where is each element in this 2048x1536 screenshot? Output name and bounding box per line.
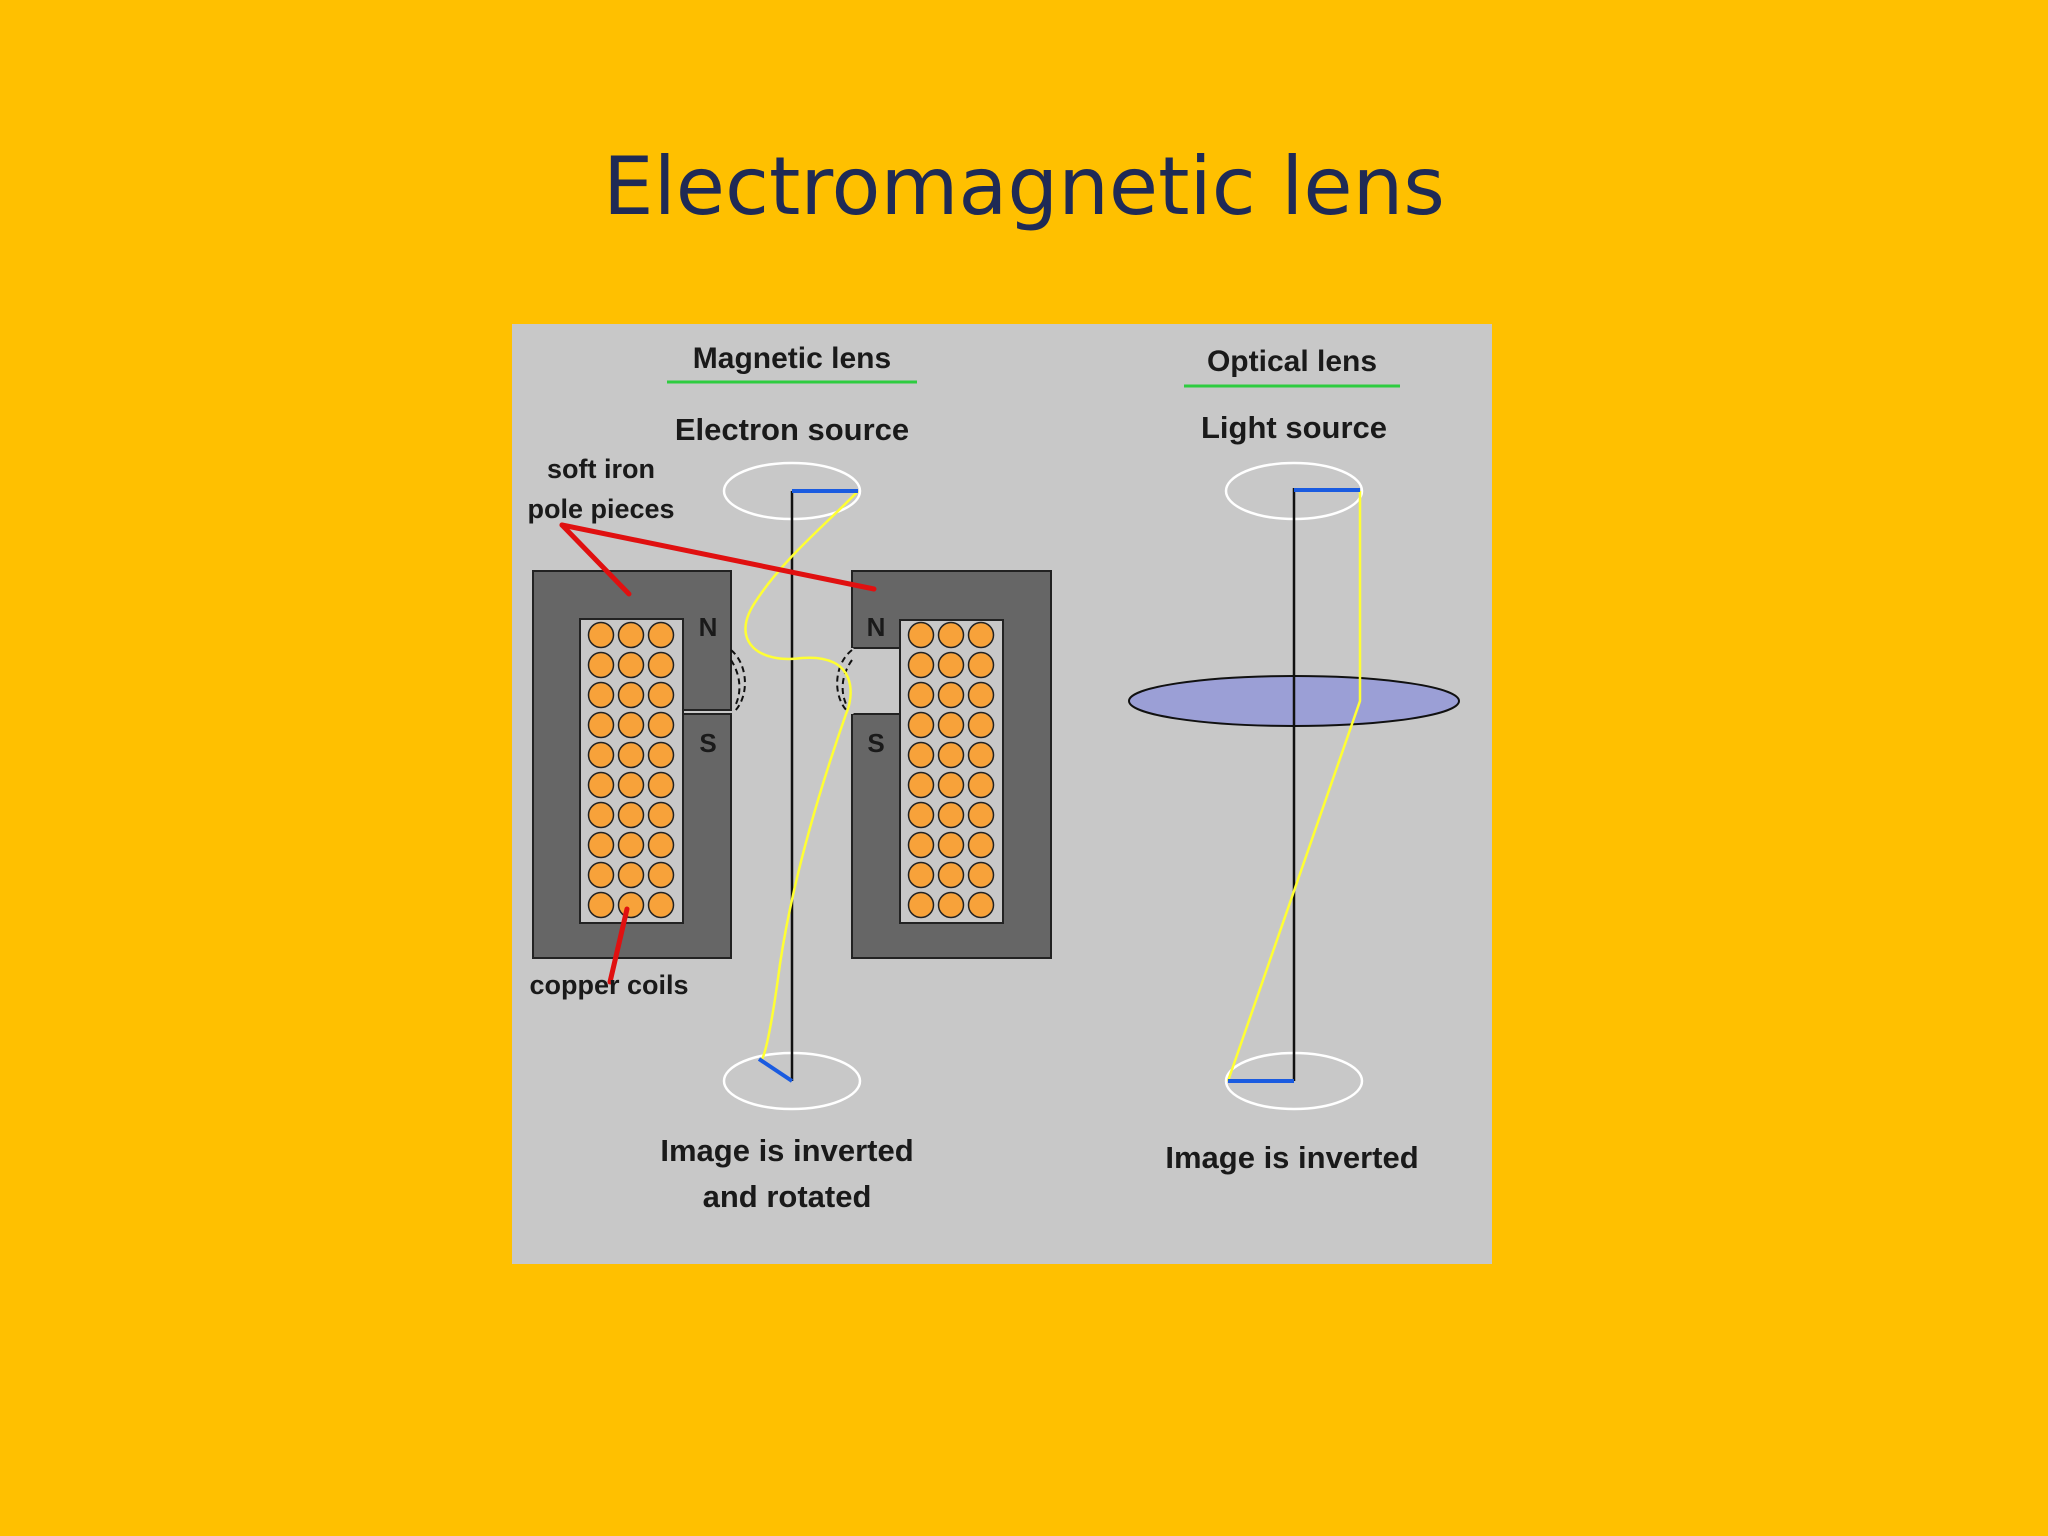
copper-coil-winding bbox=[587, 711, 615, 739]
copper-coil-winding bbox=[937, 681, 965, 709]
left-north-label: N bbox=[699, 612, 718, 642]
copper-coil-winding bbox=[907, 711, 935, 739]
copper-coil-winding bbox=[617, 621, 645, 649]
copper-coil-winding bbox=[967, 621, 995, 649]
copper-coil-winding bbox=[617, 861, 645, 889]
copper-coil-winding bbox=[587, 861, 615, 889]
copper-coil-winding bbox=[617, 831, 645, 859]
copper-coil-winding bbox=[937, 771, 965, 799]
copper-coil-winding bbox=[967, 681, 995, 709]
lens-diagram-svg: Magnetic lens Optical lens Electron sour… bbox=[527, 342, 1460, 1214]
left-copper-coils bbox=[587, 621, 675, 919]
copper-coil-winding bbox=[647, 771, 675, 799]
copper-coil-winding bbox=[647, 621, 675, 649]
right-south-label: S bbox=[867, 728, 884, 758]
copper-coil-winding bbox=[617, 891, 645, 919]
copper-coil-winding bbox=[937, 711, 965, 739]
copper-coil-winding bbox=[587, 801, 615, 829]
copper-coil-winding bbox=[587, 741, 615, 769]
copper-coil-winding bbox=[647, 861, 675, 889]
copper-coil-winding bbox=[647, 711, 675, 739]
electron-source-label: Electron source bbox=[675, 412, 909, 447]
copper-coil-winding bbox=[617, 771, 645, 799]
copper-coil-winding bbox=[647, 831, 675, 859]
copper-coil-winding bbox=[617, 651, 645, 679]
magnetic-field-lines bbox=[730, 649, 853, 713]
copper-coil-winding bbox=[587, 891, 615, 919]
copper-coil-winding bbox=[907, 861, 935, 889]
copper-coil-winding bbox=[647, 681, 675, 709]
copper-coil-winding bbox=[967, 651, 995, 679]
left-south-label: S bbox=[699, 728, 716, 758]
copper-coil-winding bbox=[907, 771, 935, 799]
copper-coil-winding bbox=[967, 861, 995, 889]
magnetic-lens-heading: Magnetic lens bbox=[693, 342, 891, 375]
copper-coil-winding bbox=[937, 801, 965, 829]
copper-coil-winding bbox=[967, 801, 995, 829]
magnetic-caption-line2: and rotated bbox=[703, 1179, 872, 1214]
copper-coil-winding bbox=[647, 741, 675, 769]
pole-pieces-label: pole pieces bbox=[527, 494, 674, 524]
copper-coil-winding bbox=[937, 861, 965, 889]
copper-coil-winding bbox=[647, 651, 675, 679]
right-copper-coils bbox=[907, 621, 995, 919]
copper-coil-winding bbox=[617, 801, 645, 829]
right-north-label: N bbox=[867, 612, 886, 642]
copper-coil-winding bbox=[937, 651, 965, 679]
copper-coil-winding bbox=[967, 711, 995, 739]
copper-coil-winding bbox=[967, 891, 995, 919]
copper-coil-winding bbox=[617, 681, 645, 709]
pole-pieces-pointer bbox=[559, 522, 877, 597]
magnetic-caption-line1: Image is inverted bbox=[660, 1133, 913, 1168]
copper-coil-winding bbox=[937, 621, 965, 649]
copper-coil-winding bbox=[617, 741, 645, 769]
copper-coil-winding bbox=[587, 621, 615, 649]
copper-coil-winding bbox=[907, 801, 935, 829]
copper-coil-winding bbox=[967, 831, 995, 859]
soft-iron-label: soft iron bbox=[547, 454, 655, 484]
copper-coil-winding bbox=[617, 711, 645, 739]
copper-coil-winding bbox=[647, 891, 675, 919]
magnetic-image-arrow bbox=[757, 1057, 794, 1083]
copper-coils-label: copper coils bbox=[529, 970, 688, 1000]
optical-lens-heading: Optical lens bbox=[1207, 345, 1377, 378]
copper-coil-winding bbox=[587, 651, 615, 679]
copper-coil-winding bbox=[967, 771, 995, 799]
copper-coil-winding bbox=[587, 681, 615, 709]
magnetic-electron-path bbox=[744, 490, 859, 1062]
copper-coil-winding bbox=[967, 741, 995, 769]
lens-comparison-figure: Magnetic lens Optical lens Electron sour… bbox=[512, 324, 1492, 1264]
copper-coil-winding bbox=[937, 741, 965, 769]
copper-coils-pointer bbox=[607, 906, 630, 985]
copper-coil-winding bbox=[907, 891, 935, 919]
copper-coil-winding bbox=[907, 741, 935, 769]
copper-coil-winding bbox=[907, 681, 935, 709]
copper-coil-winding bbox=[907, 621, 935, 649]
optical-light-ray bbox=[1226, 491, 1362, 1082]
copper-coil-winding bbox=[587, 831, 615, 859]
light-source-label: Light source bbox=[1201, 410, 1387, 445]
copper-coil-winding bbox=[907, 651, 935, 679]
copper-coil-winding bbox=[937, 831, 965, 859]
copper-coil-winding bbox=[647, 801, 675, 829]
copper-coil-winding bbox=[907, 831, 935, 859]
copper-coil-winding bbox=[937, 891, 965, 919]
slide-title: Electromagnetic lens bbox=[603, 140, 1445, 233]
optical-caption: Image is inverted bbox=[1165, 1140, 1418, 1175]
copper-coil-winding bbox=[587, 771, 615, 799]
